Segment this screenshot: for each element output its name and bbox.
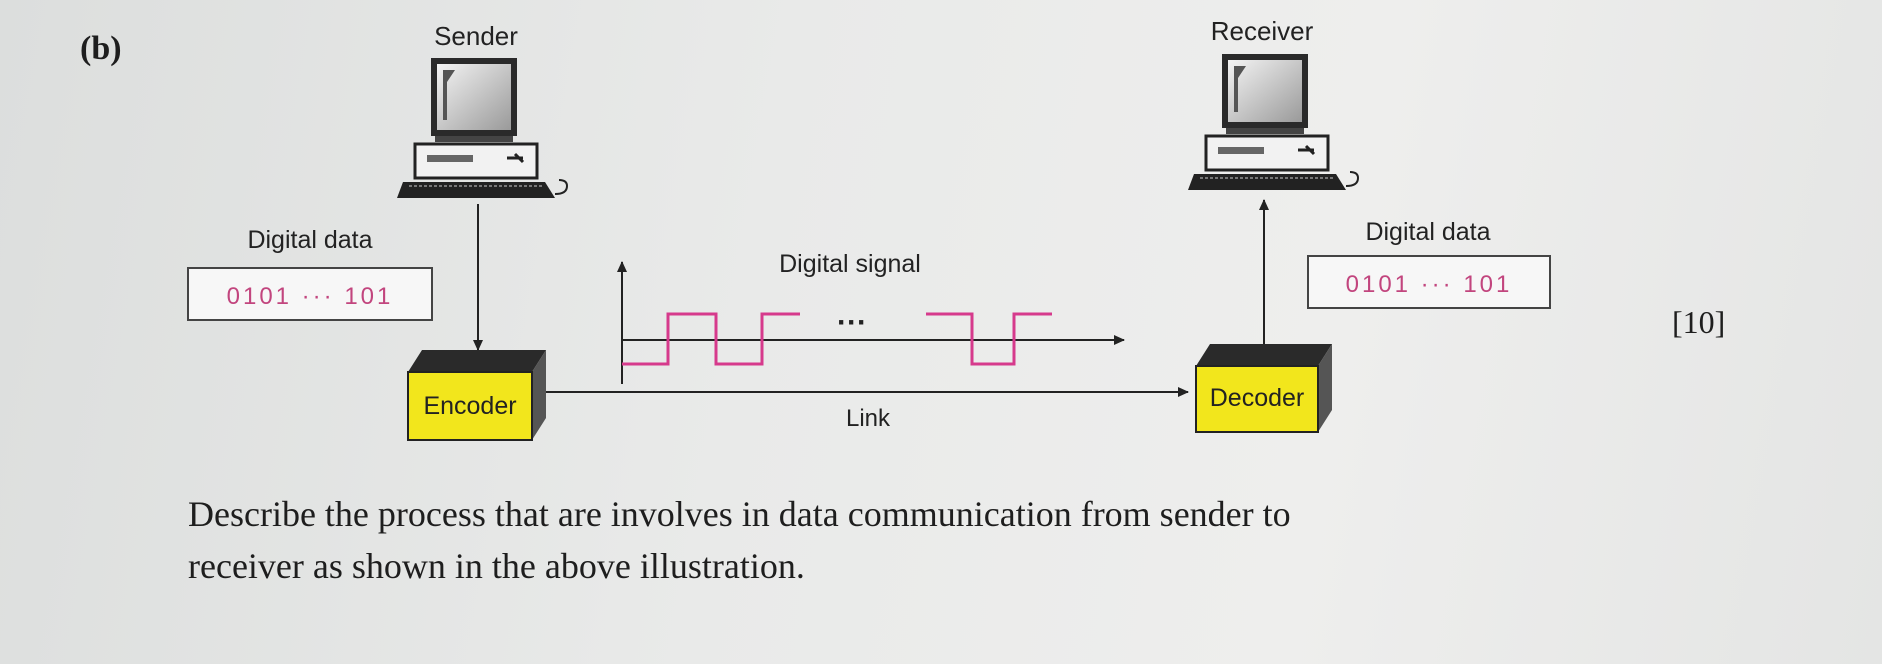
digital-signal-waveform	[622, 312, 800, 366]
digital-data-left-label: Digital data	[247, 226, 372, 254]
data-box-right	[1307, 255, 1551, 309]
encoder-box: Encoder	[407, 350, 546, 441]
digital-data-right-label: Digital data	[1365, 218, 1490, 246]
question-line-2: receiver as shown in the above illustrat…	[188, 546, 805, 586]
encoder-label: Encoder	[423, 392, 516, 420]
data-value-right: 0101 ··· 101	[1346, 271, 1513, 298]
question-label: (b)	[80, 30, 122, 67]
sender-computer-icon	[397, 58, 569, 198]
marks-label: [10]	[1672, 304, 1726, 340]
digital-signal-label: Digital signal	[779, 250, 921, 278]
decoder-label: Decoder	[1210, 384, 1305, 412]
receiver-label: Receiver	[1211, 16, 1314, 46]
link-label: Link	[846, 405, 891, 432]
question-line-1: Describe the process that are involves i…	[188, 494, 1291, 534]
question-text: Describe the process that are involves i…	[188, 488, 1588, 592]
sender-label: Sender	[434, 21, 518, 51]
decoder-box: Decoder	[1195, 344, 1332, 433]
data-value-left: 0101 ··· 101	[227, 283, 394, 310]
receiver-computer-icon	[1188, 54, 1360, 190]
data-box-left	[187, 267, 433, 321]
signal-ellipsis: ···	[837, 306, 867, 339]
digital-signal-waveform-end	[926, 312, 1052, 366]
